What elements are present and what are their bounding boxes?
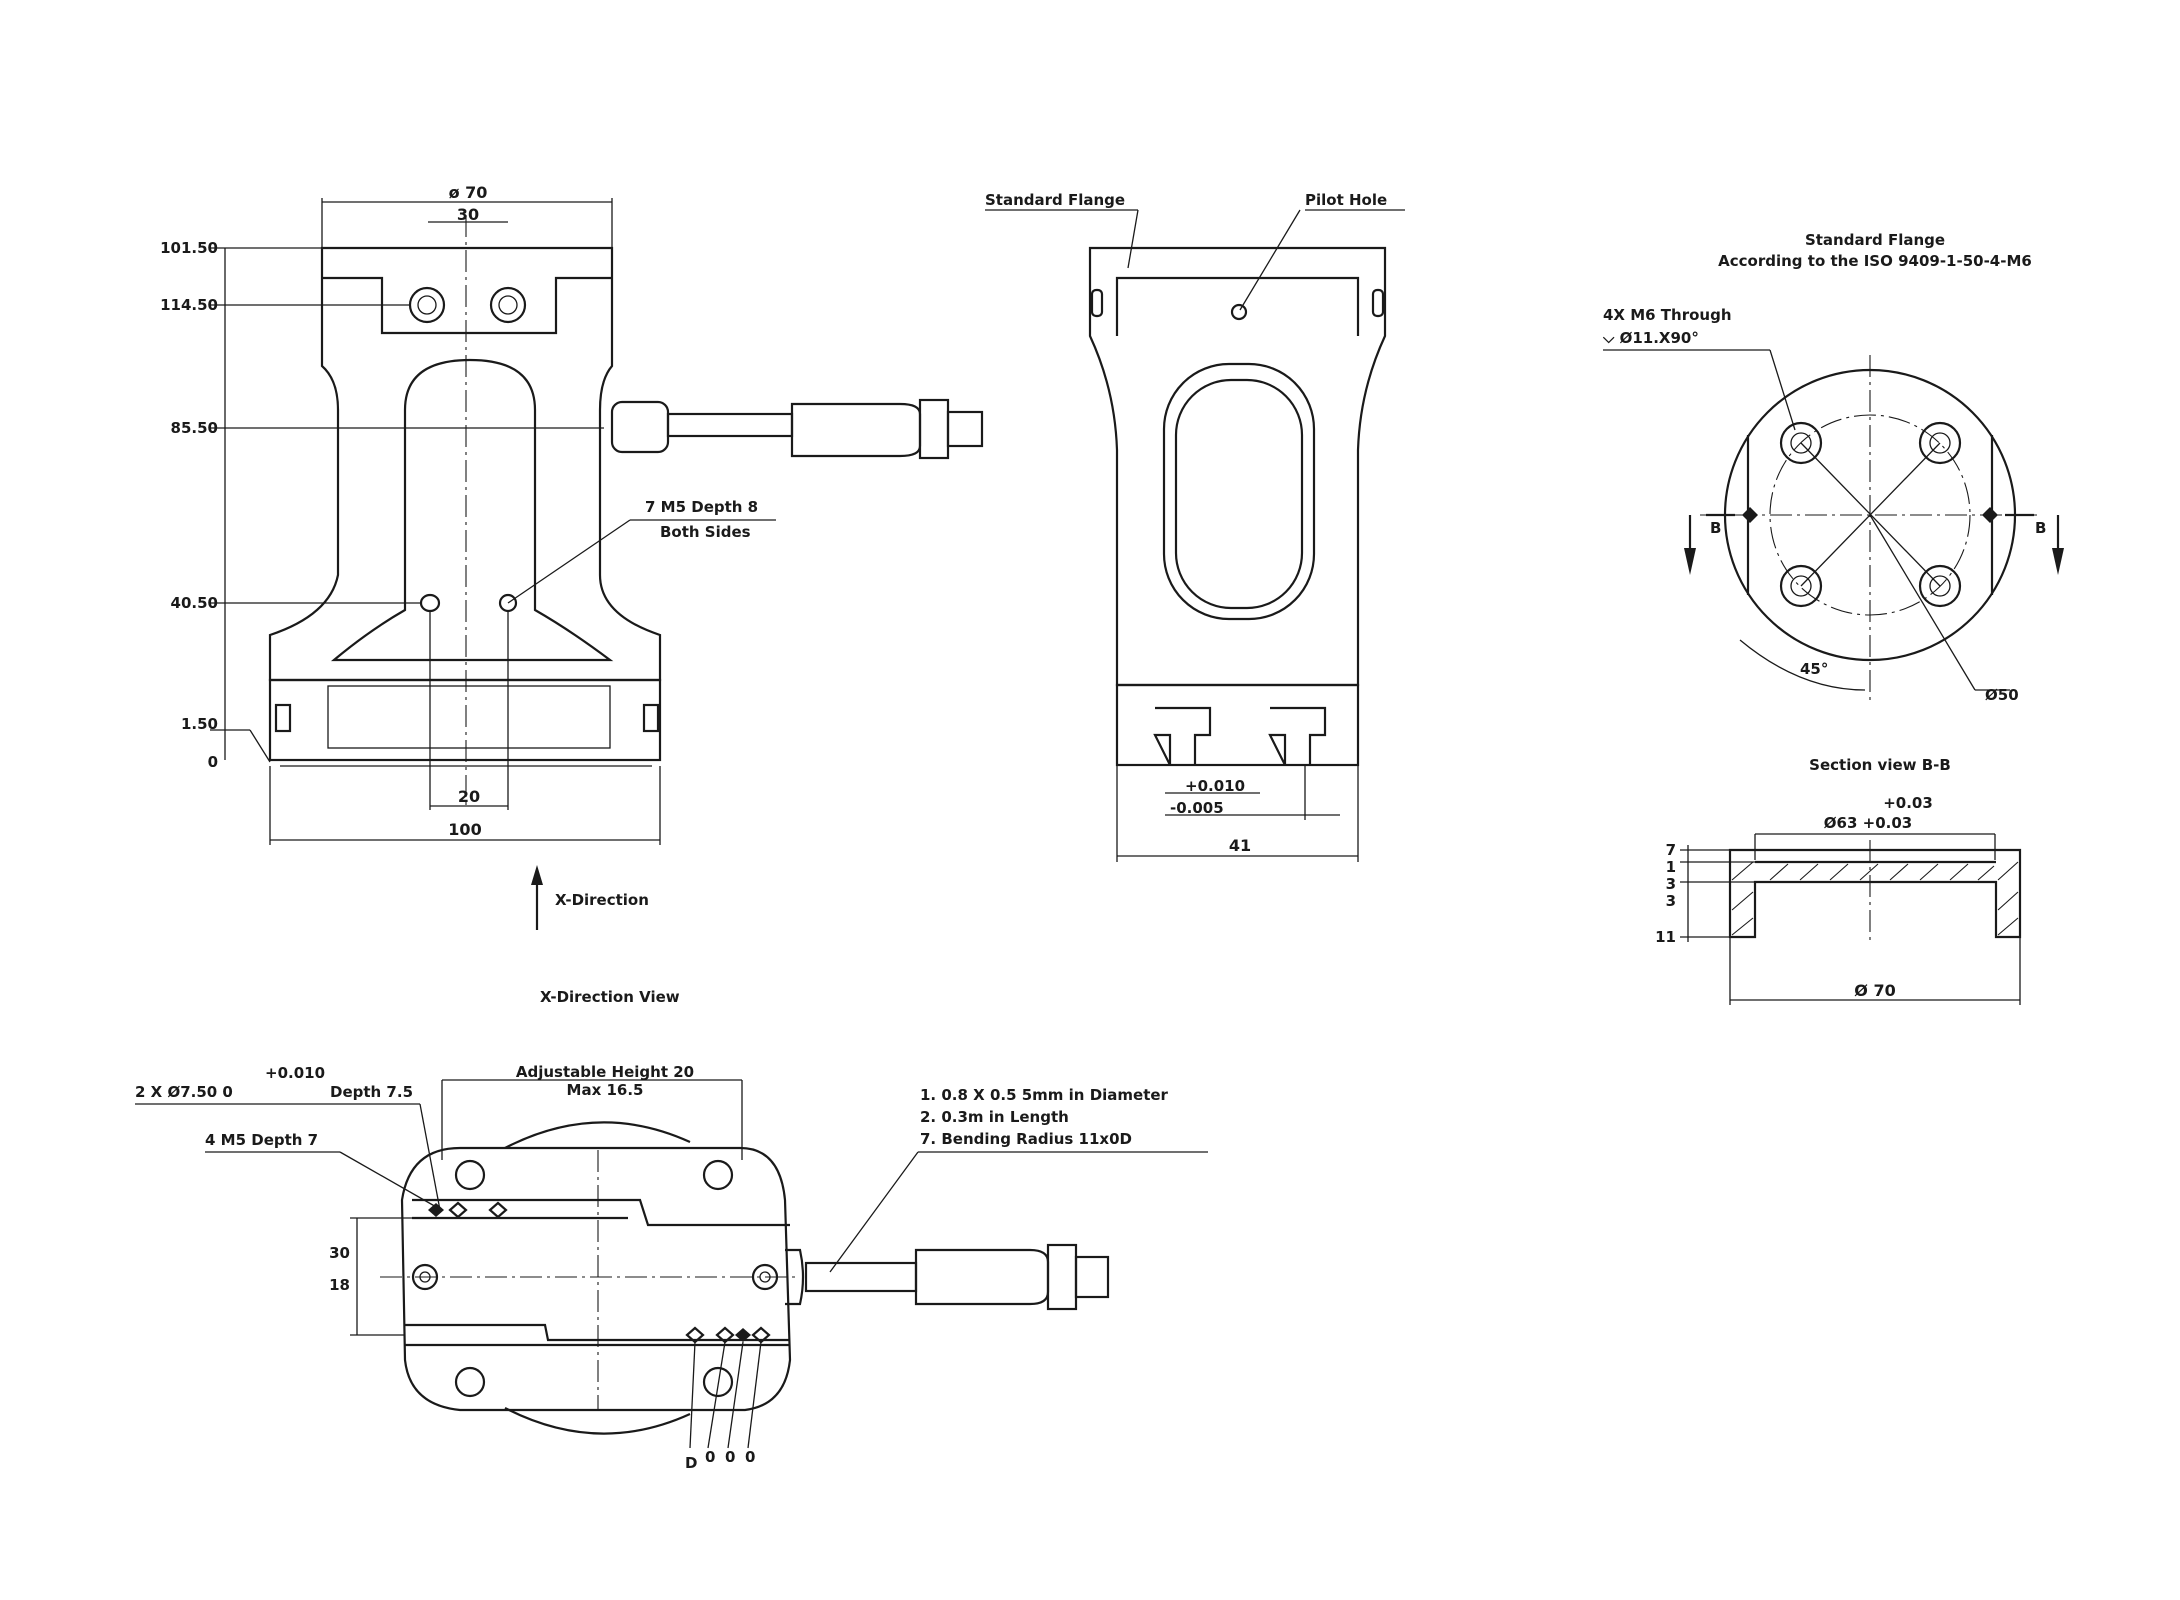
- side-dim-slot2: -0.005: [1170, 799, 1224, 817]
- section-dim-side4: 3: [1666, 892, 1676, 910]
- top-led-indicators: [428, 1201, 771, 1344]
- direction-label: X-Direction: [555, 891, 649, 909]
- led-label-4: 0: [745, 1448, 755, 1466]
- section-dim-top1: +0.03: [1883, 794, 1933, 812]
- front-body-outline: [268, 246, 662, 682]
- side-view: Standard Flange Pilot Hole 41 +0.010 -0.…: [985, 191, 1405, 862]
- flange-angle: 45°: [1800, 660, 1828, 678]
- dim-h4: 40.50: [171, 594, 218, 612]
- front-inner-arch: [330, 358, 614, 662]
- top-dim-m5: 4 M5 Depth 7: [205, 1131, 318, 1149]
- section-dim-side5: 11: [1655, 928, 1676, 946]
- label-standard-flange: Standard Flange: [985, 191, 1125, 209]
- flange-pcd: Ø50: [1985, 686, 2019, 704]
- dim-h5: 1.50: [181, 715, 218, 733]
- front-view: ø 70 30: [160, 183, 984, 1006]
- callout-holes-line1: 7 M5 Depth 8: [645, 498, 758, 516]
- top-dim-left1: 30: [329, 1244, 350, 1262]
- top-view: +0.010 2 X Ø7.50 0 Depth 7.5 4 M5 Depth …: [135, 1063, 1208, 1472]
- section-marker-right: B: [2035, 519, 2046, 537]
- flange-holes-line1: 4X M6 Through: [1603, 306, 1732, 324]
- side-window: [1162, 362, 1316, 621]
- flange-holes-line2: ⌵ Ø11.X90°: [1602, 329, 1699, 347]
- dim-h6: 0: [208, 753, 218, 771]
- top-dim-pin-holes: 2 X Ø7.50 0: [135, 1083, 233, 1101]
- front-cable: [610, 398, 984, 460]
- led-label-3: 0: [725, 1448, 735, 1466]
- section-dim-side3: 3: [1666, 875, 1676, 893]
- section-title: Section view B-B: [1809, 756, 1951, 774]
- callout-holes-line2: Both Sides: [660, 523, 751, 541]
- dim-h1: 101.50: [160, 239, 218, 257]
- top-dim-pin-depth: Depth 7.5: [330, 1083, 413, 1101]
- dim-base-width: 100: [448, 820, 481, 839]
- dim-bottom-spacing: 20: [458, 787, 480, 806]
- side-dim-slot1: +0.010: [1185, 777, 1245, 795]
- top-bolt-holes: [411, 1159, 779, 1398]
- side-dim-width: 41: [1229, 836, 1251, 855]
- section-dim-top2: Ø63 +0.03: [1824, 814, 1912, 832]
- top-cable: [785, 1243, 1110, 1311]
- section-view: Section view B-B +0.03 Ø63 +0.03: [1655, 756, 2022, 1005]
- front-hole-left: [408, 286, 446, 324]
- dim-h3: 85.50: [171, 419, 218, 437]
- section-profile: [1728, 848, 2022, 939]
- dim-hole-spacing: 30: [457, 205, 479, 224]
- label-pilot-hole: Pilot Hole: [1305, 191, 1387, 209]
- section-dim-side2: 1: [1666, 858, 1676, 876]
- top-dim-left2: 18: [329, 1276, 350, 1294]
- section-hatching: [1731, 861, 2019, 936]
- top-plate-outline: [400, 1146, 792, 1412]
- front-view-caption: X-Direction View: [540, 988, 680, 1006]
- flange-title-2: According to the ISO 9409-1-50-4-M6: [1718, 252, 2032, 270]
- dim-top-width: ø 70: [449, 183, 488, 202]
- flange-view: Standard Flange According to the ISO 940…: [1602, 231, 2064, 704]
- flange-title-1: Standard Flange: [1805, 231, 1945, 249]
- section-marker-left: B: [1710, 519, 1721, 537]
- front-hole-right: [489, 286, 527, 324]
- dim-h2: 114.50: [160, 296, 218, 314]
- cable-note-2: 2. 0.3m in Length: [920, 1108, 1069, 1126]
- cable-note-3: 7. Bending Radius 11x0D: [920, 1130, 1132, 1148]
- top-dim-pin: +0.010: [265, 1064, 325, 1082]
- section-dim-bottom: Ø 70: [1854, 981, 1895, 1000]
- cable-note-1: 1. 0.8 X 0.5 5mm in Diameter: [920, 1086, 1169, 1104]
- top-adjustable-2: Max 16.5: [567, 1081, 644, 1099]
- flange-bolt-holes: [1779, 421, 1962, 608]
- led-label-2: 0: [705, 1448, 715, 1466]
- led-label-1: D: [685, 1454, 697, 1472]
- top-adjustable-1: Adjustable Height 20: [516, 1063, 694, 1081]
- section-dim-side1: 7: [1666, 841, 1676, 859]
